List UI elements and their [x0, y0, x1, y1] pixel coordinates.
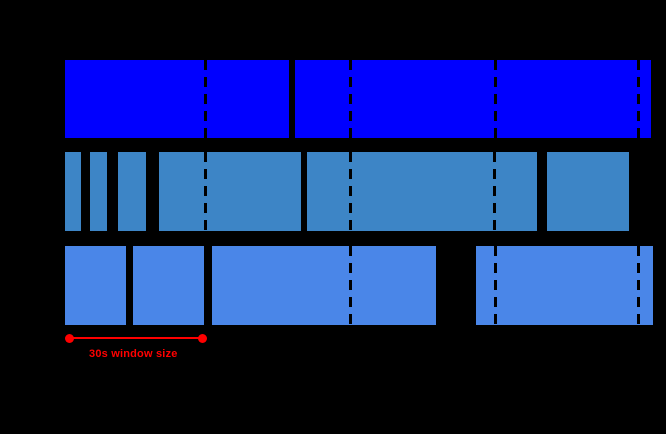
bar-segment: [65, 60, 289, 138]
bar-segment: [476, 246, 653, 325]
bar-segment: [118, 152, 146, 231]
bar-segment: [159, 152, 301, 231]
window-size-label: 30s window size: [89, 348, 178, 360]
bar-segment: [90, 152, 107, 231]
window-size-measure-line: [69, 337, 202, 339]
bar-segment: [65, 152, 81, 231]
window-boundary-dashed-line: [494, 60, 497, 138]
measure-endpoint-dot-left: [65, 334, 74, 343]
timeline-row-bottom: [0, 246, 666, 325]
window-boundary-dashed-line: [204, 152, 207, 231]
timeline-row-middle: [0, 152, 666, 231]
window-boundary-dashed-line: [494, 246, 497, 325]
window-boundary-dashed-line: [493, 152, 496, 231]
measure-endpoint-dot-right: [198, 334, 207, 343]
timeline-row-top: [0, 60, 666, 138]
bar-segment: [547, 152, 629, 231]
window-boundary-dashed-line: [349, 246, 352, 325]
bar-segment: [133, 246, 204, 325]
window-boundary-dashed-line: [204, 60, 207, 138]
bar-segment: [65, 246, 126, 325]
window-boundary-dashed-line: [637, 246, 640, 325]
bar-segment: [295, 60, 651, 138]
window-boundary-dashed-line: [637, 60, 640, 138]
bar-segment: [212, 246, 436, 325]
bar-segment: [307, 152, 537, 231]
window-boundary-dashed-line: [349, 60, 352, 138]
window-boundary-dashed-line: [349, 152, 352, 231]
